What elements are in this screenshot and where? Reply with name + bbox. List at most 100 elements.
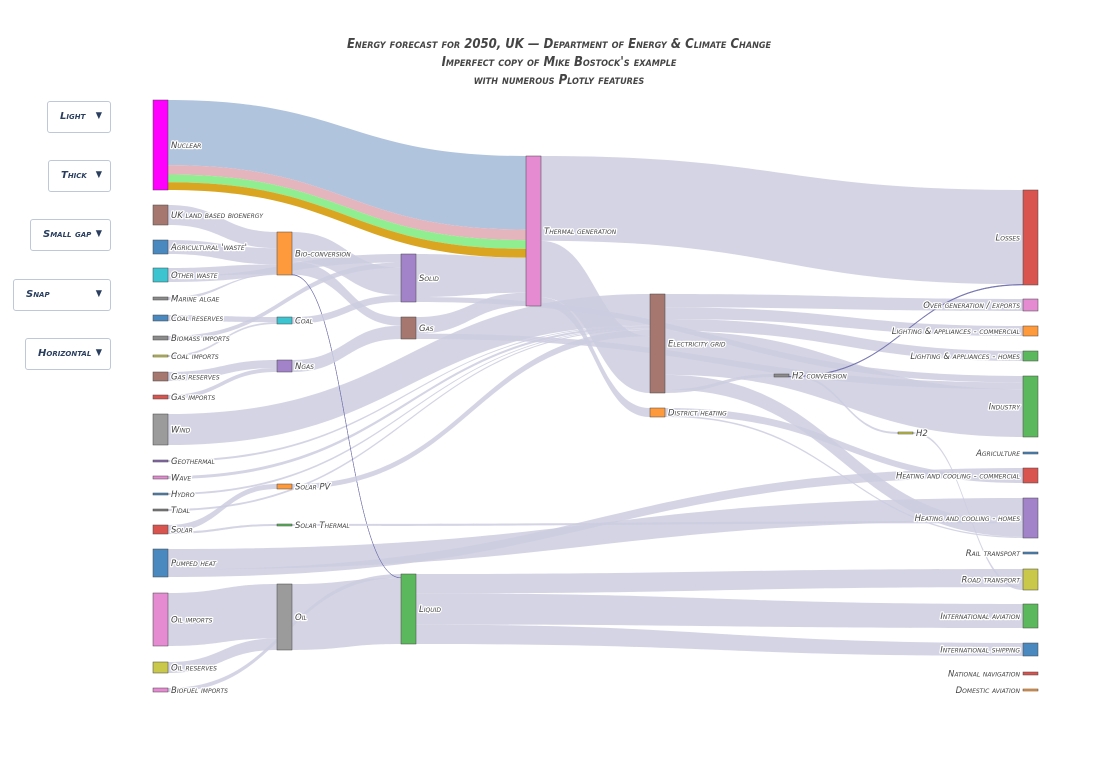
node-uk-land-based-bioenergy[interactable] bbox=[152, 204, 169, 226]
link-tidal-to-electricity-grid[interactable] bbox=[168, 328, 650, 511]
node-losses[interactable] bbox=[1022, 189, 1039, 286]
node-hydro[interactable] bbox=[152, 492, 169, 496]
node-coal-imports[interactable] bbox=[152, 354, 169, 358]
link-liquid-to-international-shipping[interactable] bbox=[416, 624, 1023, 656]
link-solar-to-solar-thermal[interactable] bbox=[168, 524, 277, 534]
link-agricultural-waste-to-bio-conversion[interactable] bbox=[168, 240, 277, 265]
node-biofuel-imports[interactable] bbox=[152, 687, 169, 693]
node-international-aviation[interactable] bbox=[1022, 603, 1039, 629]
node-bio-conversion[interactable] bbox=[276, 231, 293, 276]
node-heating-and-cooling-homes[interactable] bbox=[1022, 497, 1039, 539]
node-solid[interactable] bbox=[400, 253, 417, 303]
node-lighting-appliances-commercial[interactable] bbox=[1022, 325, 1039, 337]
link-biomass-imports-to-solid[interactable] bbox=[168, 262, 401, 340]
node-h2[interactable] bbox=[897, 431, 914, 435]
link-gas-to-thermal-generation[interactable] bbox=[416, 292, 526, 334]
node-solar-pv[interactable] bbox=[276, 483, 293, 490]
theme-dropdown[interactable]: Light ▼ bbox=[47, 101, 111, 133]
node-over-generation-exports[interactable] bbox=[1022, 298, 1039, 312]
link-electricity-grid-to-lighting-appliances-commercial[interactable] bbox=[665, 307, 1023, 336]
link-electricity-grid-to-over-generation-exports[interactable] bbox=[665, 294, 1023, 311]
link-thermal-generation-to-district-heating[interactable] bbox=[541, 297, 650, 417]
node-rail-transport[interactable] bbox=[1022, 551, 1039, 555]
link-wind-to-electricity-grid[interactable] bbox=[168, 294, 650, 445]
link-h2-to-road-transport[interactable] bbox=[913, 432, 1023, 590]
link-gas-reserves-to-ngas[interactable] bbox=[168, 360, 277, 381]
node-other-waste[interactable] bbox=[152, 267, 169, 283]
link-thermal-generation-to-electricity-grid[interactable] bbox=[541, 240, 650, 393]
link-liquid-to-international-aviation[interactable] bbox=[416, 593, 1023, 628]
link-pumped-heat-to-heating-and-cooling-commercial[interactable] bbox=[168, 468, 1023, 577]
link-solar-thermal-to-heating-and-cooling-homes[interactable] bbox=[292, 520, 1023, 526]
node-oil-imports[interactable] bbox=[152, 592, 169, 647]
link-oil-imports-to-oil[interactable] bbox=[168, 584, 277, 646]
node-nuclear[interactable] bbox=[152, 99, 169, 191]
link-bio-conversion-to-gas[interactable] bbox=[292, 261, 401, 326]
link-h2-conversion-to-h2[interactable] bbox=[789, 374, 898, 434]
link-electricity-grid-to-industry[interactable] bbox=[665, 330, 1023, 437]
node-tidal[interactable] bbox=[152, 508, 169, 512]
link-coal-imports-to-coal[interactable] bbox=[168, 322, 277, 357]
node-lighting-appliances-homes[interactable] bbox=[1022, 350, 1039, 362]
link-district-heating-to-heating-and-cooling-commercial[interactable] bbox=[665, 408, 1023, 483]
link-electricity-grid-to-h2-conversion[interactable] bbox=[665, 374, 774, 393]
node-international-shipping[interactable] bbox=[1022, 642, 1039, 657]
link-nuclear-to-thermal-generation[interactable] bbox=[168, 100, 526, 230]
node-wind[interactable] bbox=[152, 413, 169, 446]
node-gas-imports[interactable] bbox=[152, 394, 169, 400]
arrangement-dropdown[interactable]: Snap ▼ bbox=[13, 279, 111, 311]
node-gas[interactable] bbox=[400, 316, 417, 340]
node-coal-reserves[interactable] bbox=[152, 314, 169, 322]
node-agriculture[interactable] bbox=[1022, 451, 1039, 455]
node-heating-and-cooling-commercial[interactable] bbox=[1022, 467, 1039, 484]
node-oil[interactable] bbox=[276, 583, 293, 651]
link-marine-algae-to-bio-conversion[interactable] bbox=[168, 274, 277, 300]
node-biomass-imports[interactable] bbox=[152, 335, 169, 341]
link-pumped-heat-to-heating-and-cooling-homes[interactable] bbox=[168, 498, 1023, 570]
node-industry[interactable] bbox=[1022, 375, 1039, 438]
link-nuclear-to-thermal-generation[interactable] bbox=[168, 174, 526, 249]
link-geothermal-to-electricity-grid[interactable] bbox=[168, 325, 650, 462]
node-h2-conversion[interactable] bbox=[773, 373, 790, 378]
link-solar-pv-to-electricity-grid[interactable] bbox=[292, 329, 650, 489]
node-electricity-grid[interactable] bbox=[649, 293, 666, 394]
node-marine-algae[interactable] bbox=[152, 296, 169, 301]
link-electricity-grid-to-heating-and-cooling-homes[interactable] bbox=[665, 374, 1023, 537]
thickness-dropdown[interactable]: Thick ▼ bbox=[48, 160, 111, 192]
link-bio-conversion-to-solid[interactable] bbox=[292, 232, 401, 296]
link-uk-land-based-bioenergy-to-bio-conversion[interactable] bbox=[168, 205, 277, 249]
node-road-transport[interactable] bbox=[1022, 568, 1039, 591]
link-wave-to-electricity-grid[interactable] bbox=[168, 325, 650, 479]
node-geothermal[interactable] bbox=[152, 459, 169, 463]
link-electricity-grid-to-lighting-appliances-homes[interactable] bbox=[665, 318, 1023, 361]
link-solid-to-thermal-generation[interactable] bbox=[416, 254, 526, 298]
link-thermal-generation-to-losses[interactable] bbox=[541, 156, 1023, 285]
link-solar-to-solar-pv[interactable] bbox=[168, 484, 277, 532]
node-solar-thermal[interactable] bbox=[276, 523, 293, 527]
node-thermal-generation[interactable] bbox=[525, 155, 542, 307]
node-domestic-aviation[interactable] bbox=[1022, 688, 1039, 692]
node-oil-reserves[interactable] bbox=[152, 661, 169, 674]
node-ngas[interactable] bbox=[276, 359, 293, 373]
orientation-dropdown[interactable]: Horizontal ▼ bbox=[25, 338, 111, 370]
link-gas-imports-to-ngas[interactable] bbox=[168, 368, 277, 399]
node-agricultural-waste[interactable] bbox=[152, 239, 169, 255]
link-oil-reserves-to-oil[interactable] bbox=[168, 638, 277, 673]
node-district-heating[interactable] bbox=[649, 407, 666, 418]
link-nuclear-to-thermal-generation[interactable] bbox=[168, 165, 526, 241]
link-hydro-to-electricity-grid[interactable] bbox=[168, 328, 650, 495]
node-pumped-heat[interactable] bbox=[152, 548, 169, 578]
node-wave[interactable] bbox=[152, 475, 169, 480]
node-national-navigation[interactable] bbox=[1022, 671, 1039, 676]
node-liquid[interactable] bbox=[400, 573, 417, 645]
link-coal-to-solid[interactable] bbox=[292, 295, 401, 324]
node-coal[interactable] bbox=[276, 316, 293, 325]
node-solar[interactable] bbox=[152, 524, 169, 535]
link-liquid-to-road-transport[interactable] bbox=[416, 569, 1023, 594]
gap-dropdown[interactable]: Small gap ▼ bbox=[30, 219, 111, 251]
node-gas-reserves[interactable] bbox=[152, 371, 169, 382]
link-oil-to-liquid[interactable] bbox=[292, 578, 401, 650]
link-nuclear-to-thermal-generation[interactable] bbox=[168, 182, 526, 258]
link-district-heating-to-heating-and-cooling-homes[interactable] bbox=[665, 415, 1023, 538]
link-ngas-to-gas[interactable] bbox=[292, 325, 401, 372]
